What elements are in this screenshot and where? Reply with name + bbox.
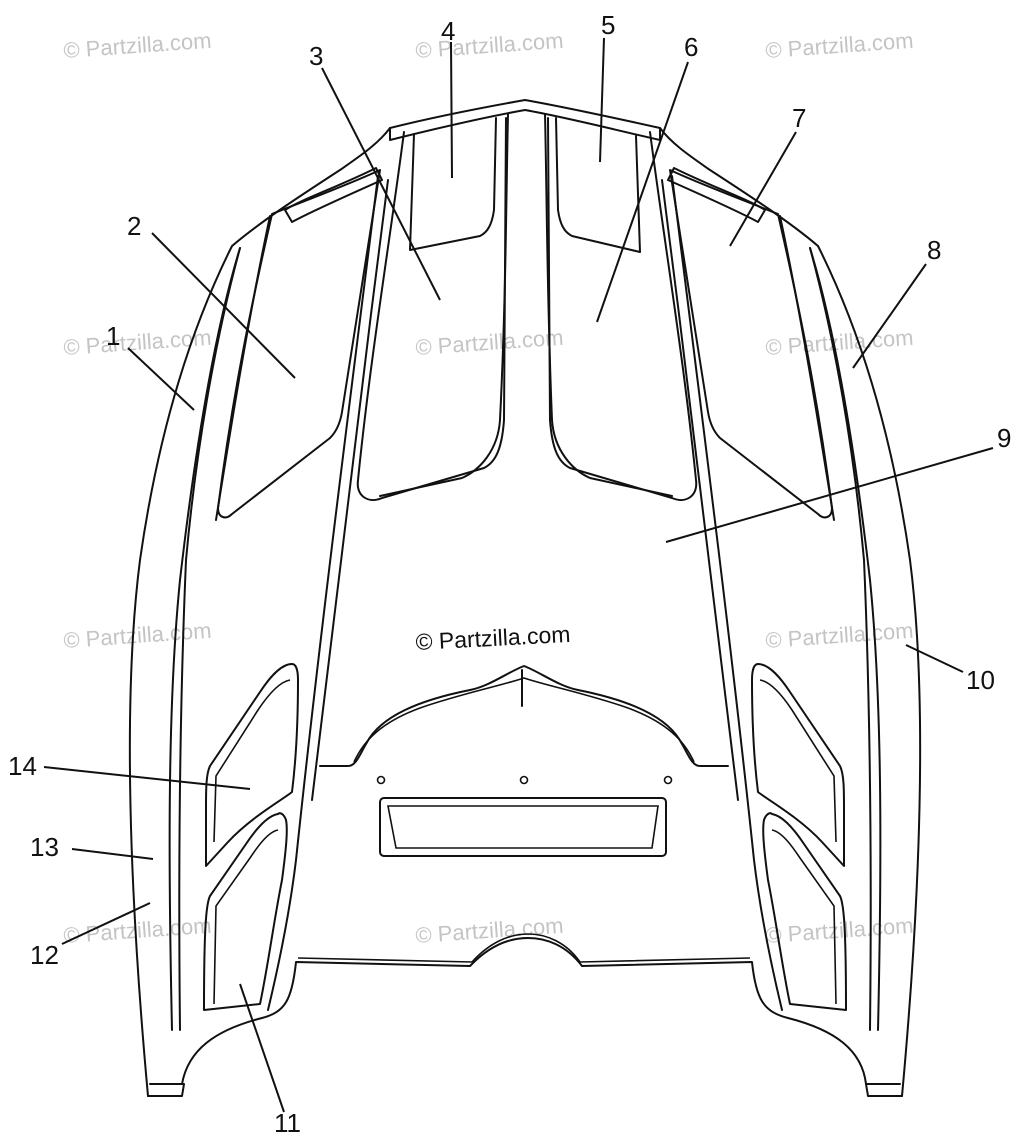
callout-6: 6 bbox=[684, 32, 698, 62]
callout-12: 12 bbox=[30, 940, 59, 970]
leader-line-3 bbox=[321, 67, 441, 301]
leader-line-11 bbox=[239, 983, 285, 1113]
right-vent-lower-inner bbox=[771, 829, 837, 1005]
leader-line-14 bbox=[43, 766, 251, 790]
hood-bottom-skirt bbox=[181, 937, 867, 1085]
side-strip-right bbox=[779, 215, 872, 1031]
panel-2-top bbox=[284, 167, 383, 223]
hood-inner-rim bbox=[168, 247, 882, 1031]
right-vent-upper bbox=[751, 663, 846, 867]
left-body-line bbox=[267, 175, 379, 1011]
side-strip-left bbox=[178, 215, 271, 1031]
console-opening-inner bbox=[353, 677, 695, 763]
screw-hole bbox=[376, 775, 386, 785]
left-body-line-2 bbox=[311, 179, 389, 801]
center-spine-left bbox=[379, 113, 509, 497]
right-body-line-2 bbox=[661, 179, 739, 801]
leader-line-8 bbox=[852, 263, 927, 369]
watermark: © Partzilla.com bbox=[765, 618, 915, 653]
leader-line-1 bbox=[127, 347, 195, 411]
leader-line-10 bbox=[905, 644, 964, 673]
watermark: © Partzilla.com bbox=[415, 28, 565, 63]
callout-5: 5 bbox=[601, 10, 615, 40]
leader-line-7 bbox=[729, 131, 797, 247]
leader-line-6 bbox=[596, 61, 689, 323]
watermark: © Partzilla.com bbox=[765, 28, 915, 63]
left-vent-lower-inner bbox=[213, 829, 279, 1005]
top-cap bbox=[389, 109, 661, 141]
watermark: © Partzilla.com bbox=[415, 325, 565, 360]
left-vent-lower bbox=[203, 812, 288, 1011]
callout-3: 3 bbox=[309, 41, 323, 71]
callout-8: 8 bbox=[927, 235, 941, 265]
callout-1: 1 bbox=[106, 321, 120, 351]
panel-6 bbox=[547, 117, 698, 501]
callouts: 1 2 3 4 5 6 7 8 9 10 11 12 13 14 bbox=[8, 10, 1011, 1138]
left-vent-upper-inner bbox=[213, 679, 291, 843]
hood-bottom-skirt-inner bbox=[297, 933, 751, 963]
leader-line-5 bbox=[599, 37, 605, 163]
right-body-line bbox=[671, 175, 783, 1011]
console-opening bbox=[319, 665, 729, 767]
center-credit: © Partzilla.com bbox=[415, 621, 571, 655]
leader-line-4 bbox=[450, 41, 453, 179]
hood-right-foot bbox=[865, 1083, 903, 1097]
watermark: © Partzilla.com bbox=[765, 325, 915, 360]
watermark: © Partzilla.com bbox=[63, 28, 213, 63]
watermark: © Partzilla.com bbox=[63, 913, 213, 948]
center-spine-right bbox=[544, 113, 673, 497]
leader-line-9 bbox=[665, 447, 994, 543]
callout-13: 13 bbox=[30, 832, 59, 862]
right-vent-upper-inner bbox=[759, 679, 837, 843]
panel-5 bbox=[555, 117, 641, 253]
callout-9: 9 bbox=[997, 423, 1011, 453]
callout-10: 10 bbox=[966, 665, 995, 695]
panel-3 bbox=[356, 117, 507, 501]
leader-lines bbox=[43, 37, 994, 1113]
plate-recess-inner bbox=[387, 805, 659, 849]
left-vent-upper bbox=[205, 663, 299, 867]
callout-14: 14 bbox=[8, 751, 37, 781]
panel-2 bbox=[217, 169, 381, 519]
callout-11: 11 bbox=[274, 1108, 301, 1138]
screw-hole bbox=[663, 775, 673, 785]
screw-hole bbox=[519, 775, 529, 785]
hood-drawing bbox=[128, 99, 922, 1097]
watermarks: © Partzilla.com © Partzilla.com © Partzi… bbox=[63, 28, 915, 948]
hood-outer-shell bbox=[128, 99, 922, 1097]
leader-line-13 bbox=[71, 848, 154, 860]
watermark: © Partzilla.com bbox=[63, 325, 213, 360]
leader-line-12 bbox=[61, 902, 151, 945]
watermark: © Partzilla.com bbox=[415, 913, 565, 948]
watermark: © Partzilla.com bbox=[765, 913, 915, 948]
panel-4 bbox=[409, 117, 497, 251]
panel-7-top bbox=[667, 167, 766, 223]
plate-recess bbox=[379, 797, 667, 857]
callout-7: 7 bbox=[792, 103, 806, 133]
leader-line-2 bbox=[151, 232, 296, 379]
watermark: © Partzilla.com bbox=[63, 618, 213, 653]
right-vent-lower bbox=[762, 812, 847, 1011]
callout-2: 2 bbox=[127, 211, 141, 241]
callout-4: 4 bbox=[441, 16, 455, 46]
hood-left-foot bbox=[147, 1083, 185, 1097]
